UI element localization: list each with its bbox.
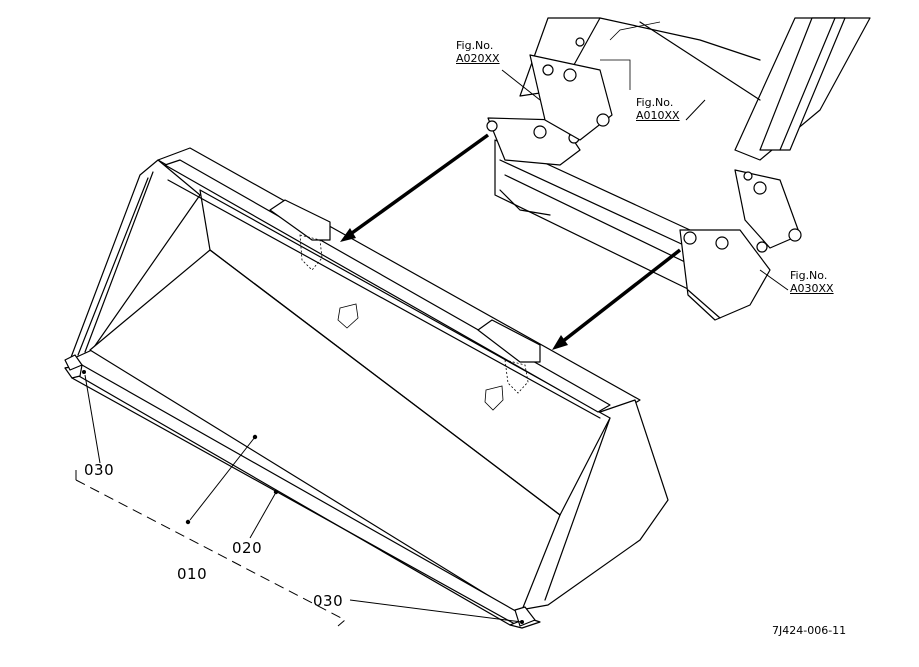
leader-a030xx bbox=[759, 269, 789, 291]
part-label-030-bottom: 030 bbox=[313, 592, 344, 610]
figure-ref-prefix: Fig.No. bbox=[456, 39, 494, 52]
leader-010 bbox=[189, 436, 256, 521]
leader-a010xx bbox=[685, 99, 706, 121]
assembly-bracket-dashed bbox=[75, 470, 346, 627]
assembly-arrow-left bbox=[343, 133, 490, 240]
figure-ref-code: A010XX bbox=[636, 109, 680, 122]
figure-ref-a010xx: Fig.No. A010XX bbox=[636, 97, 680, 121]
figure-ref-code: A030XX bbox=[790, 282, 834, 295]
leader-a020xx bbox=[501, 69, 541, 101]
figure-ref-a020xx: Fig.No. A020XX bbox=[456, 40, 500, 64]
figure-ref-prefix: Fig.No. bbox=[790, 269, 828, 282]
leader-020 bbox=[249, 493, 276, 539]
arrow-head-right bbox=[552, 335, 568, 350]
part-label-030-left: 030 bbox=[84, 461, 115, 479]
arrow-head-left bbox=[340, 228, 356, 242]
loader-frame bbox=[486, 17, 871, 321]
figure-ref-prefix: Fig.No. bbox=[636, 96, 674, 109]
part-label-010: 010 bbox=[177, 565, 208, 583]
figure-ref-code: A020XX bbox=[456, 52, 500, 65]
drawing-code: 7J424-006-11 bbox=[772, 624, 847, 637]
leader-030-bottom bbox=[349, 599, 523, 623]
bucket bbox=[64, 147, 669, 629]
figure-ref-a030xx: Fig.No. A030XX bbox=[790, 270, 834, 294]
assembly-arrow-right bbox=[556, 248, 682, 347]
part-label-020: 020 bbox=[232, 539, 263, 557]
leader-030-left bbox=[84, 374, 101, 464]
